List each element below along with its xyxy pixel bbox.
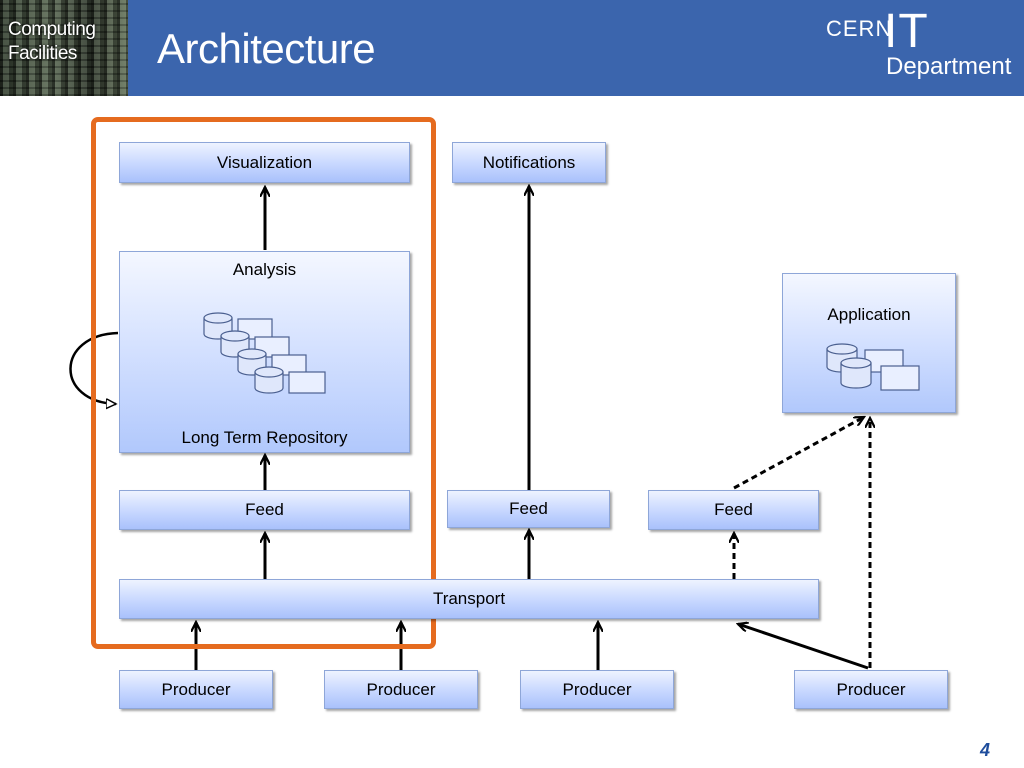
long-term-repository-label: Long Term Repository	[181, 428, 348, 447]
feed-label-3: Feed	[714, 500, 753, 519]
app-record-rect-2	[880, 365, 920, 391]
transport-label: Transport	[432, 589, 506, 608]
slide-header: Computing Facilities Architecture CERN I…	[0, 0, 1024, 96]
page-number: 4	[980, 740, 991, 760]
corner-label-line-1: Computing	[8, 19, 96, 40]
feed-label-1: Feed	[245, 500, 284, 519]
highlight-frame	[91, 117, 436, 649]
producer-box-4: Producer	[794, 670, 948, 709]
feed-box-1: Feed	[119, 490, 410, 530]
arrow-feed3-application	[733, 415, 864, 490]
computing-facilities-label: Computing Facilities	[8, 18, 126, 66]
feed-box-2: Feed	[447, 490, 610, 528]
app-cylinder-2	[840, 357, 872, 389]
analysis-label: Analysis	[232, 260, 297, 279]
logo-department-text: Department	[886, 53, 1012, 80]
producer-label-1: Producer	[161, 679, 231, 699]
producer-label-4: Producer	[836, 679, 906, 699]
database-icon	[203, 312, 326, 394]
logo-it-text: IT	[884, 5, 929, 58]
logo-cern-text: CERN	[826, 16, 893, 41]
application-database-icon	[826, 343, 920, 391]
notifications-label: Notifications	[482, 152, 576, 172]
notifications-box: Notifications	[452, 142, 606, 183]
slide-title: Architecture	[157, 25, 376, 72]
visualization-box: Visualization	[119, 142, 410, 183]
producer-box-2: Producer	[324, 670, 478, 709]
application-box: Application	[782, 273, 956, 413]
corner-label-line-2: Facilities	[8, 43, 77, 64]
transport-bar: Transport	[119, 579, 819, 619]
feed-box-3: Feed	[648, 490, 819, 530]
analysis-repository-box: Analysis Long Term Reposit	[119, 251, 410, 453]
cylinder-4	[254, 366, 284, 394]
visualization-label: Visualization	[216, 152, 313, 172]
feed-label-2: Feed	[509, 499, 548, 518]
computing-facilities-banner: Computing Facilities	[0, 0, 128, 96]
producer-box-1: Producer	[119, 670, 273, 709]
producer-label-2: Producer	[366, 679, 436, 699]
application-label: Application	[827, 305, 911, 324]
analysis-loop-arrow	[69, 331, 119, 404]
record-rect-4	[288, 371, 326, 394]
arrow-producer4-transport	[738, 624, 869, 670]
producer-label-3: Producer	[562, 679, 632, 699]
producer-box-3: Producer	[520, 670, 674, 709]
